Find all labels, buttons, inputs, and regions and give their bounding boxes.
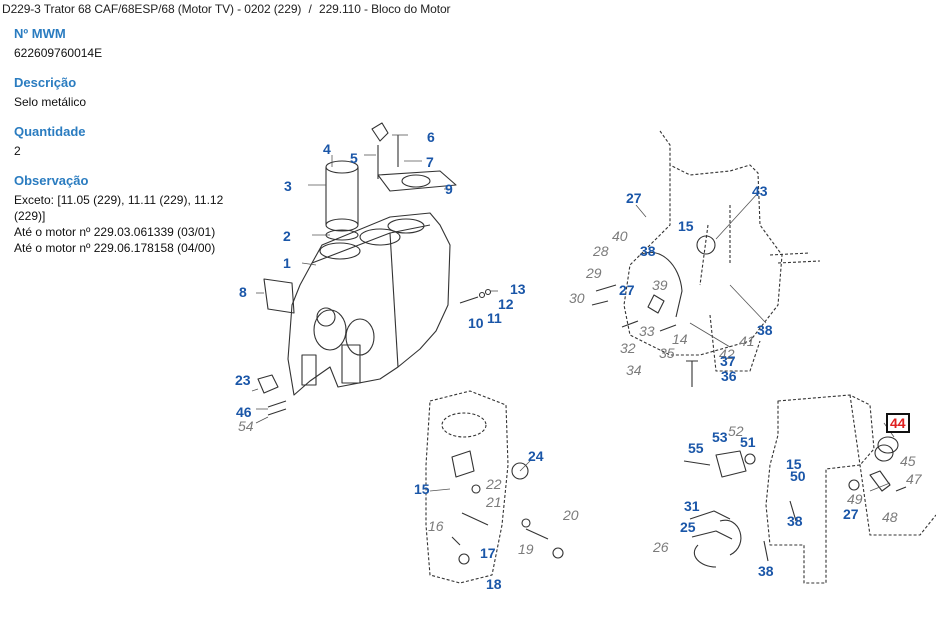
callout-38d[interactable]: 38	[758, 563, 774, 579]
callout-38c[interactable]: 38	[787, 513, 803, 529]
callout-21[interactable]: 21	[486, 494, 502, 510]
callout-12[interactable]: 12	[498, 296, 514, 312]
callout-13[interactable]: 13	[510, 281, 526, 297]
exploded-parts-diagram: 4 5 6 7 3 9 2 1 8 13 12 10 11 23 46 54 2…	[230, 105, 936, 633]
callout-33[interactable]: 33	[639, 323, 655, 339]
callout-14[interactable]: 14	[672, 331, 688, 347]
breadcrumb-model[interactable]: D229-3 Trator 68 CAF/68ESP/68 (Motor TV)…	[2, 2, 302, 16]
callout-50[interactable]: 50	[790, 468, 806, 484]
callout-27[interactable]: 27	[626, 190, 642, 206]
rear-housing-drawing	[683, 394, 936, 584]
callout-6[interactable]: 6	[427, 129, 435, 145]
callout-35[interactable]: 35	[659, 345, 675, 361]
callout-32[interactable]: 32	[620, 340, 636, 356]
callout-47[interactable]: 47	[906, 471, 922, 487]
engine-block-drawing	[257, 122, 492, 416]
notes-label: Observação	[14, 173, 89, 188]
callout-51[interactable]: 51	[740, 434, 756, 450]
callout-40[interactable]: 40	[612, 228, 628, 244]
breadcrumb: D229-3 Trator 68 CAF/68ESP/68 (Motor TV)…	[2, 2, 451, 16]
callout-38b[interactable]: 38	[757, 322, 773, 338]
callout-9[interactable]: 9	[445, 181, 453, 197]
quantity-label: Quantidade	[14, 124, 86, 139]
callout-16[interactable]: 16	[428, 518, 444, 534]
callout-3[interactable]: 3	[284, 178, 292, 194]
callout-11[interactable]: 11	[487, 310, 502, 326]
callout-1[interactable]: 1	[283, 255, 291, 271]
notes-value: Exceto: [11.05 (229), 11.11 (229), 11.12…	[14, 192, 254, 256]
notes-line: Até o motor nº 229.03.061339 (03/01)	[14, 225, 216, 239]
callout-53[interactable]: 53	[712, 429, 728, 445]
callout-29[interactable]: 29	[586, 265, 602, 281]
quantity-value: 2	[14, 144, 21, 158]
callout-55[interactable]: 55	[688, 440, 704, 456]
callout-10[interactable]: 10	[468, 315, 484, 331]
callout-28[interactable]: 28	[593, 243, 609, 259]
callout-5[interactable]: 5	[350, 150, 358, 166]
callout-36[interactable]: 36	[721, 368, 737, 384]
callout-4[interactable]: 4	[323, 141, 331, 157]
callout-43[interactable]: 43	[752, 183, 768, 199]
callout-19[interactable]: 19	[518, 541, 534, 557]
notes-line: Exceto: [11.05 (229), 11.11 (229), 11.12…	[14, 193, 224, 223]
part-info-panel: Nº MWM 622609760014E Descrição Selo metá…	[14, 26, 254, 270]
callout-24[interactable]: 24	[528, 448, 544, 464]
callout-44-selected[interactable]: 44	[886, 413, 910, 433]
callout-31[interactable]: 31	[684, 498, 700, 514]
description-value: Selo metálico	[14, 95, 87, 109]
mwm-value: 622609760014E	[14, 46, 103, 60]
callout-27b[interactable]: 27	[619, 282, 635, 298]
mwm-label: Nº MWM	[14, 26, 66, 41]
callout-27c[interactable]: 27	[843, 506, 859, 522]
leader-lines	[251, 134, 895, 492]
callout-15b[interactable]: 15	[414, 481, 430, 497]
callout-18[interactable]: 18	[486, 576, 502, 592]
notes-line: Até o motor nº 229.06.178158 (04/00)	[14, 241, 216, 255]
callout-26[interactable]: 26	[653, 539, 669, 555]
callout-41[interactable]: 41	[739, 333, 755, 349]
callout-38[interactable]: 38	[640, 243, 656, 259]
callout-45[interactable]: 45	[900, 453, 916, 469]
callout-7[interactable]: 7	[426, 154, 434, 170]
callout-25[interactable]: 25	[680, 519, 696, 535]
callout-15c[interactable]: 15	[786, 456, 802, 472]
callout-42[interactable]: 42	[719, 346, 735, 362]
callout-54[interactable]: 54	[238, 418, 254, 434]
callout-39[interactable]: 39	[652, 277, 668, 293]
callout-37[interactable]: 37	[720, 353, 736, 369]
breadcrumb-group[interactable]: 229.110 - Bloco do Motor	[319, 2, 451, 16]
callout-20[interactable]: 20	[563, 507, 579, 523]
oil-pump-drawing	[425, 390, 564, 584]
callout-15[interactable]: 15	[678, 218, 694, 234]
diagram-drawing	[251, 122, 936, 584]
callout-23[interactable]: 23	[235, 372, 251, 388]
callout-48[interactable]: 48	[882, 509, 898, 525]
callout-17[interactable]: 17	[480, 545, 496, 561]
callout-2[interactable]: 2	[283, 228, 291, 244]
callout-49[interactable]: 49	[847, 491, 863, 507]
callout-30[interactable]: 30	[569, 290, 585, 306]
breadcrumb-separator: /	[308, 2, 312, 16]
flywheel-housing-parts	[591, 235, 716, 387]
callout-46[interactable]: 46	[236, 404, 252, 420]
flywheel-housing-drawing	[623, 130, 821, 372]
callout-8[interactable]: 8	[239, 284, 247, 300]
callout-52[interactable]: 52	[728, 423, 744, 439]
callout-34[interactable]: 34	[626, 362, 642, 378]
callout-22[interactable]: 22	[486, 476, 502, 492]
description-label: Descrição	[14, 75, 77, 90]
